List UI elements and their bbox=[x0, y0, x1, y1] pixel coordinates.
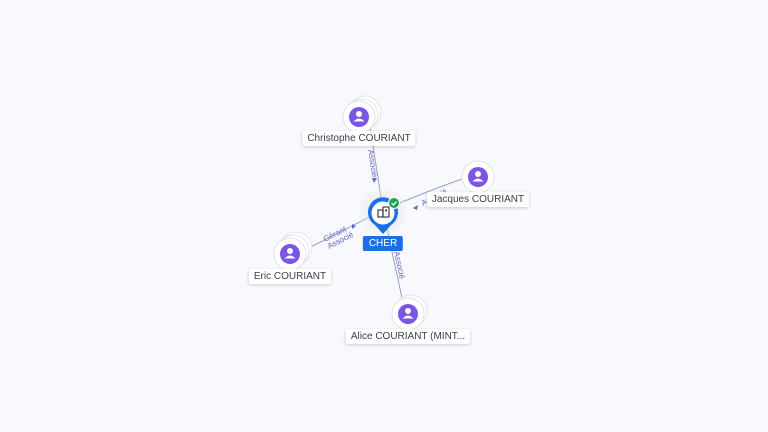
edge-label-christophe: Associé bbox=[366, 149, 379, 179]
company-label[interactable]: CHER bbox=[362, 236, 404, 251]
person-node-christophe[interactable] bbox=[342, 95, 382, 134]
company-node[interactable] bbox=[359, 188, 407, 236]
person-icon bbox=[349, 107, 369, 127]
person-icon bbox=[468, 167, 488, 187]
person-label-eric[interactable]: Eric COURIANT bbox=[248, 269, 332, 284]
check-icon bbox=[388, 197, 400, 209]
person-node-alice[interactable] bbox=[391, 294, 428, 331]
person-label-alice[interactable]: Alice COURIANT (MINT... bbox=[345, 329, 471, 344]
person-icon bbox=[398, 304, 418, 324]
person-node-jacques[interactable] bbox=[461, 160, 495, 194]
arrow-jacques bbox=[413, 205, 418, 210]
edge-label-alice: Associé bbox=[392, 251, 407, 281]
person-icon bbox=[280, 244, 300, 264]
arrow-christophe bbox=[372, 178, 377, 183]
person-node-eric[interactable] bbox=[273, 231, 313, 271]
arrow-eric bbox=[352, 224, 356, 229]
building-icon bbox=[377, 206, 390, 218]
person-label-christophe[interactable]: Christophe COURIANT bbox=[302, 131, 416, 146]
person-label-jacques[interactable]: Jacques COURIANT bbox=[426, 192, 530, 207]
